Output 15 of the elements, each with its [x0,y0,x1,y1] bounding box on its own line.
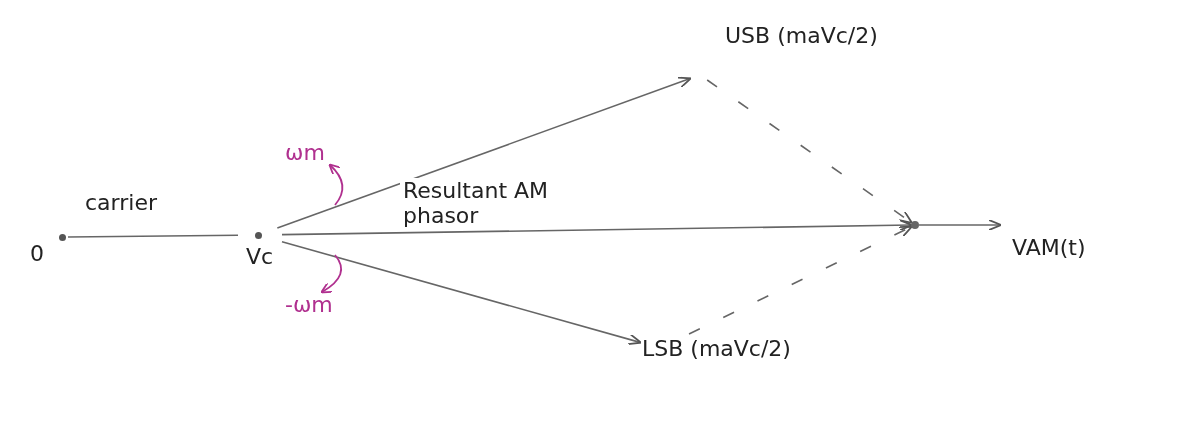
phasor-label: 0 [30,241,44,266]
dashed-arrow [706,79,913,224]
angular-frequency-label: -ωm [285,292,333,317]
point-dot [911,221,919,229]
phasor-label: Vc [246,244,274,269]
phasor-arrow [918,219,1002,231]
phasor-arrow [276,76,692,229]
angular-frequency-label: ωm [285,140,325,165]
phasor-label: LSB (maVc/2) [642,336,791,361]
line [67,234,239,238]
phasor-label: USB (maVc/2) [725,23,878,48]
phasor-arrow [281,240,642,346]
phasor-arrow [281,219,913,236]
phasor-label: VAM(t) [1012,235,1086,260]
dashed-arrow [688,225,913,335]
